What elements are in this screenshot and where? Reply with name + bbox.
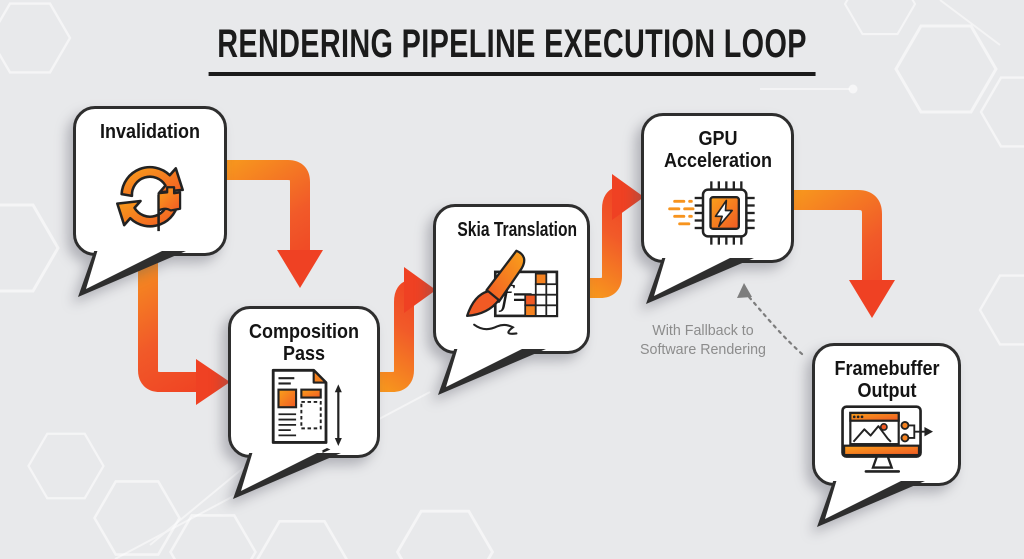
page-title: RENDERING PIPELINE EXECUTION LOOP: [208, 22, 816, 76]
node-composition-pass: Composition Pass: [228, 306, 380, 499]
arrow-invalidation-down-to-composition: [224, 160, 323, 288]
speech-bubble: Invalidation: [73, 106, 227, 297]
fallback-annotation: With Fallback to Software Rendering: [632, 322, 775, 360]
monitor-output-icon: [831, 402, 943, 480]
arrow-composition-to-skia: [376, 267, 436, 392]
cycle-refresh-flag-icon: [102, 143, 198, 247]
node-title: Invalidation: [99, 121, 201, 143]
gpu-chip-lightning-icon: [662, 172, 774, 254]
node-title: GPU Acceleration: [663, 128, 772, 172]
node-framebuffer-output: Framebuffer Output: [812, 343, 961, 527]
fallback-annotation-line1: With Fallback to: [652, 322, 754, 339]
arrow-gpu-to-framebuffer: [790, 190, 895, 318]
speech-bubble: Skia Translation f=: [433, 204, 590, 395]
node-title: Skia Translation: [456, 219, 577, 241]
speech-bubble: Composition Pass: [228, 306, 380, 499]
arrow-skia-to-gpu: [586, 174, 644, 298]
document-layout-measure-icon: [254, 365, 354, 453]
arrow-invalidation-left-to-composition: [138, 248, 230, 405]
fallback-annotation-line2: Software Rendering: [640, 340, 766, 358]
speech-bubble: GPU Acceleration: [641, 113, 794, 304]
speech-bubble: Framebuffer Output: [812, 343, 961, 527]
node-gpu-acceleration: GPU Acceleration: [641, 113, 794, 304]
node-title: Framebuffer Output: [833, 358, 940, 402]
node-invalidation: Invalidation: [73, 106, 227, 297]
paintbrush-formula-grid-icon: f=: [454, 241, 570, 345]
node-title: Composition Pass: [249, 321, 359, 365]
node-skia-translation: Skia Translation f=: [433, 204, 590, 395]
